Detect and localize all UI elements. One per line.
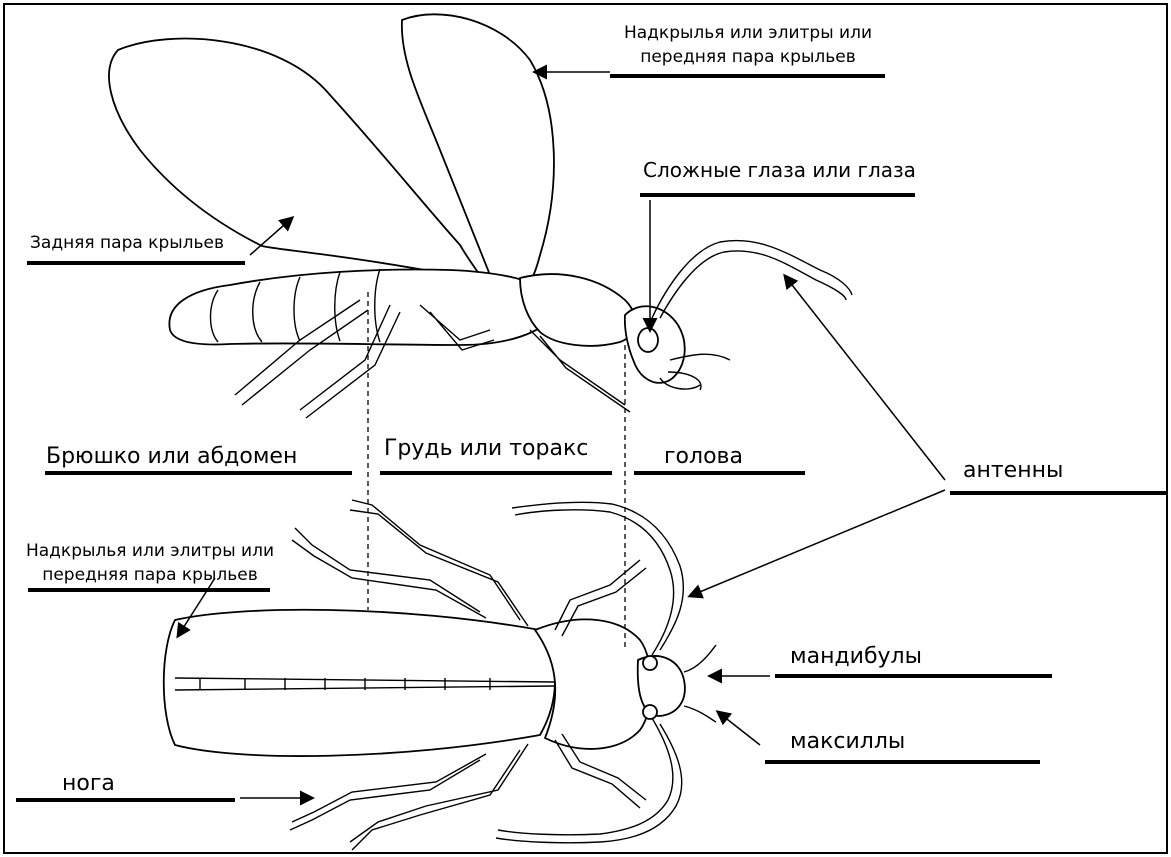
pointer-antennae-side — [785, 276, 945, 480]
label-elytra-bottom-line2: передняя пара крыльев — [42, 565, 258, 585]
pointer-antennae-top — [690, 490, 945, 596]
label-leg: нога — [62, 771, 115, 796]
compound-eye-top-1 — [643, 656, 657, 670]
label-mandibles: мандибулы — [790, 644, 922, 669]
pointer-maxillae — [718, 712, 760, 745]
label-head: голова — [664, 444, 743, 469]
label-elytra-top-line2: передняя пара крыльев — [640, 47, 856, 67]
thorax-side — [520, 274, 636, 346]
label-thorax: Грудь или торакс — [384, 436, 588, 461]
label-abdomen: Брюшко или абдомен — [46, 444, 297, 469]
compound-eye-top-2 — [643, 705, 657, 719]
label-hind-wings: Задняя пара крыльев — [30, 233, 224, 253]
label-elytra-top-line1: Надкрылья или элитры или — [624, 23, 872, 43]
elytra-shape-top — [164, 610, 555, 756]
label-antennae: антенны — [963, 458, 1063, 483]
label-compound-eyes: Сложные глаза или глаза — [643, 158, 916, 182]
label-maxillae: максиллы — [790, 729, 905, 754]
abdomen-side — [169, 270, 560, 345]
compound-eye-side — [638, 328, 658, 352]
label-elytra-bottom-line1: Надкрылья или элитры или — [26, 541, 274, 561]
